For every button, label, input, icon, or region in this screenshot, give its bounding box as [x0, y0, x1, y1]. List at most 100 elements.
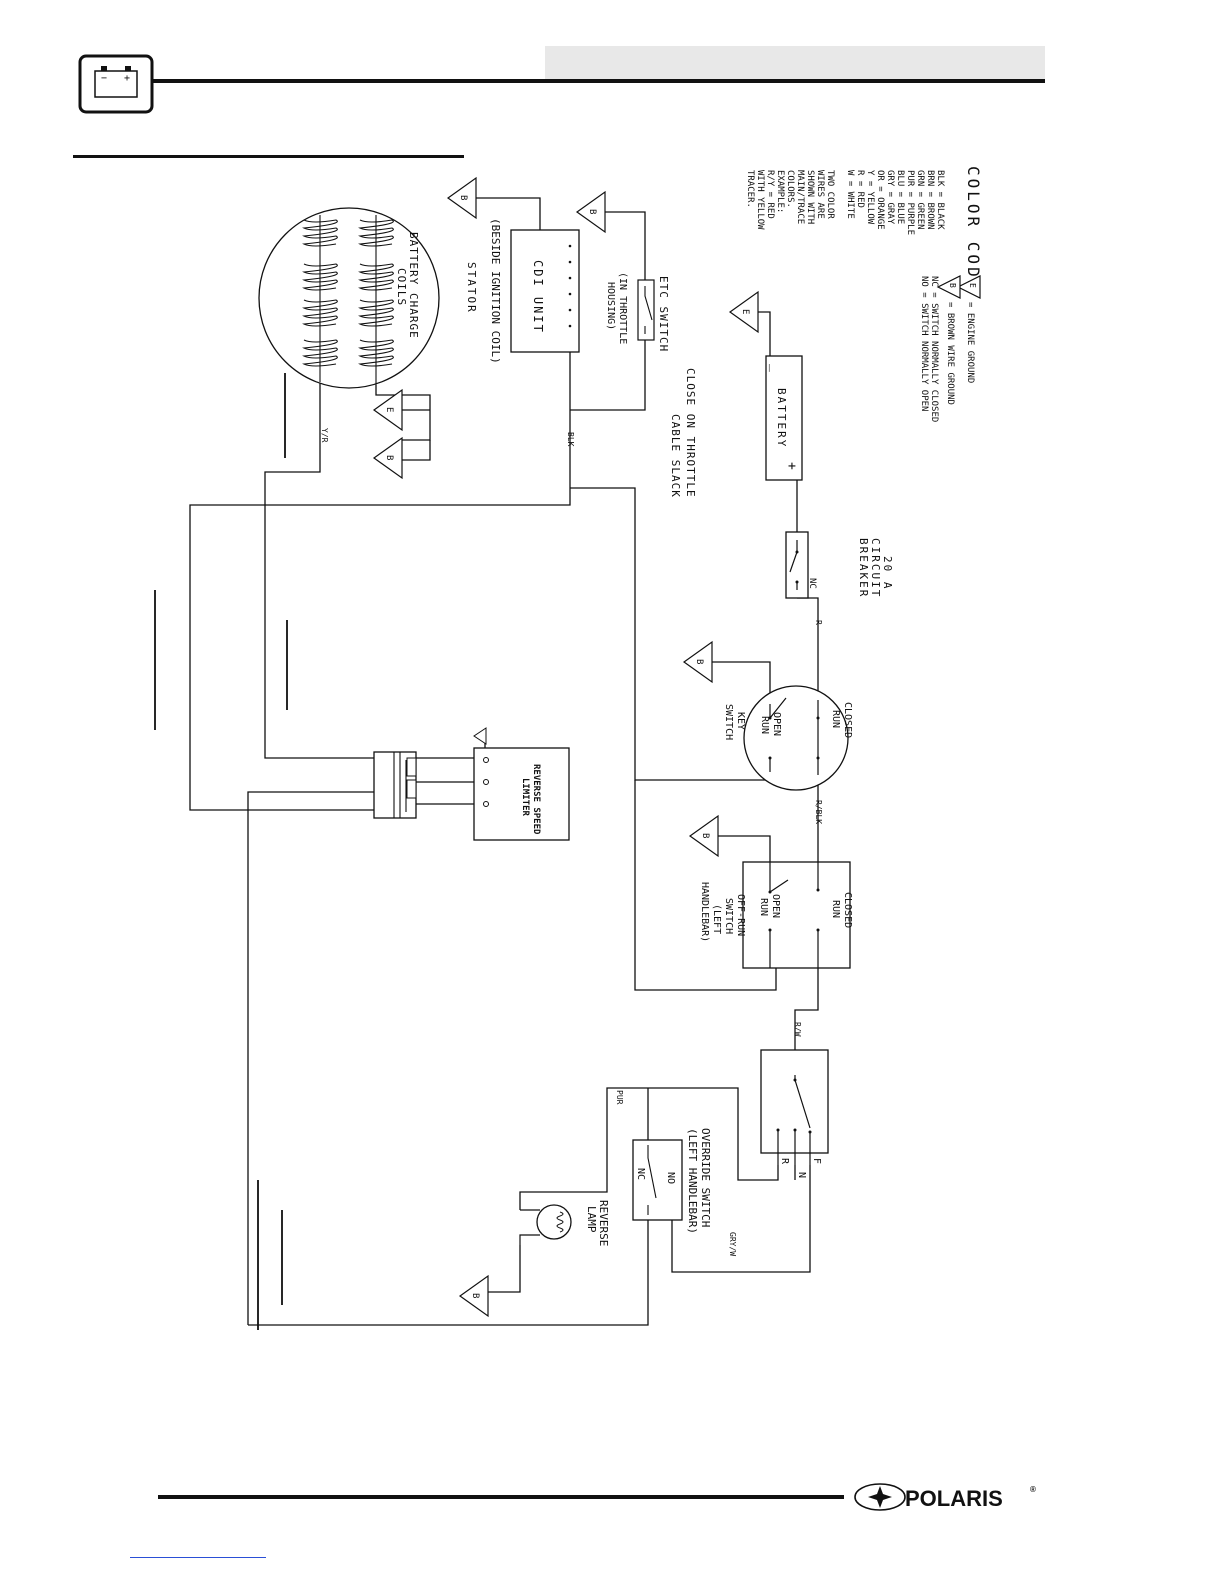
etc-switch-label: ETC SWITCH [657, 276, 670, 352]
battery-icon-plus: + [124, 73, 130, 84]
svg-text:WITH YELLOW: WITH YELLOW [755, 170, 765, 230]
svg-text:CABLE SLACK: CABLE SLACK [669, 414, 682, 498]
stator-b-ground: B [372, 436, 403, 480]
svg-text:R: R [779, 1158, 790, 1165]
wire-pur [519, 1087, 779, 1210]
battery: BATTERY _ + [765, 355, 803, 481]
wire-label-pur: PUR [615, 1090, 624, 1105]
svg-text:EXAMPLE:: EXAMPLE: [775, 170, 785, 213]
svg-text:TWO COLOR: TWO COLOR [825, 170, 835, 219]
key-switch: OPEN RUN CLOSED RUN KEY SWITCH [723, 685, 853, 791]
svg-text:(IN THROTTLE: (IN THROTTLE [617, 272, 628, 344]
cdi-b-ground: B [446, 176, 477, 220]
svg-text:BLK = BLACK: BLK = BLACK [935, 170, 945, 230]
svg-text:B: B [384, 455, 394, 460]
header-shade-bar [545, 46, 1045, 80]
ground-symbols: E B B B B E B B [372, 176, 759, 1318]
color-code-legend: COLOR CODE BLK = BLACK BRN = BROWN GRN =… [745, 166, 983, 422]
svg-text:B: B [694, 659, 704, 664]
svg-text:SWITCH: SWITCH [723, 704, 734, 740]
svg-text:MAIN/TRACE: MAIN/TRACE [795, 170, 805, 224]
svg-text:TRACER.: TRACER. [745, 170, 755, 208]
wire-label-r-w: R/W [793, 1022, 802, 1037]
b-ground-symbol [936, 275, 961, 299]
breaker-label-3: BREAKER [857, 538, 870, 598]
reverse-speed-limiter: REVERSE SPEED LIMITER [373, 747, 570, 841]
lamp-filament-icon [556, 1211, 564, 1233]
wire-override-bottom [248, 1215, 649, 1326]
polaris-brand: POLARIS [905, 1486, 1003, 1511]
svg-text:(LEFT: (LEFT [711, 904, 722, 934]
section-rule [73, 155, 464, 158]
stator-e-ground: E [372, 388, 403, 432]
e-ground-symbol [956, 275, 981, 299]
svg-text:(LEFT HANDLEBAR): (LEFT HANDLEBAR) [686, 1128, 699, 1234]
wire-lamp-trunk [247, 791, 375, 1325]
wire-label-r-blk: R/BLK [814, 800, 823, 824]
svg-text:E: E [384, 407, 394, 412]
wire-blk-trunk [189, 488, 571, 811]
battery-icon-minus: − [101, 73, 107, 84]
svg-text:OR = ORANGE: OR = ORANGE [875, 170, 885, 230]
limiter-ground [473, 727, 487, 745]
svg-text:F: F [811, 1158, 822, 1164]
svg-text:BLU = BLUE: BLU = BLUE [895, 170, 905, 224]
circuit-breaker: NC 20 A CIRCUIT BREAKER [785, 531, 894, 599]
breaker-nc-label: NC [807, 578, 817, 589]
wire-y-r [264, 380, 375, 759]
svg-text:E: E [740, 309, 750, 314]
svg-text:RUN: RUN [758, 898, 769, 916]
svg-text:CLOSE ON THROTTLE: CLOSE ON THROTTLE [684, 368, 697, 498]
wire-label-gry-w: GRY/W [728, 1232, 737, 1256]
wire-gry-w [671, 1165, 811, 1273]
wire-cdi-ground [476, 197, 541, 236]
svg-text:LIMITER: LIMITER [520, 778, 530, 817]
key-switch-b-ground: B [682, 640, 713, 684]
wire-key-ground [712, 661, 771, 700]
battery-minus-label: _ [768, 364, 783, 372]
limiter-label: REVERSE SPEED [531, 764, 541, 835]
cdi-unit: CDI UNIT (BESIDE IGNITION COIL) STATOR [465, 218, 580, 364]
wire-lamp-ground [488, 1245, 521, 1293]
svg-text:E: E [968, 283, 977, 288]
override-switch: NC NO OVERRIDE SWITCH (LEFT HANDLEBAR) [632, 1128, 712, 1234]
color-code-title: COLOR CODE [964, 166, 983, 292]
svg-text:NO: NO [665, 1172, 676, 1184]
gear-switch: R N F [760, 1049, 829, 1178]
wire-offrun-blk [634, 780, 777, 991]
svg-text:HOUSING): HOUSING) [605, 282, 616, 330]
lamp-b-ground: B [458, 1274, 489, 1318]
cdi-location: (BESIDE IGNITION COIL) [489, 218, 502, 364]
wire-key-blk [570, 487, 776, 781]
wire-r [797, 597, 819, 700]
svg-text:RUN: RUN [759, 716, 770, 734]
off-run-switch: OPEN RUN CLOSED RUN OFF-RUN SWITCH (LEFT… [699, 861, 853, 969]
polaris-star-icon [868, 1486, 892, 1508]
breaker-label-2: CIRCUIT [869, 538, 882, 598]
svg-text:SWITCH: SWITCH [723, 898, 734, 934]
svg-text:R/Y = RED: R/Y = RED [765, 170, 775, 219]
etc-switch: ETC SWITCH CLOSE ON THROTTLE CABLE SLACK… [605, 272, 697, 498]
etc-b-ground: B [575, 190, 606, 234]
svg-text:CLOSED: CLOSED [842, 892, 853, 928]
wire-etc-bottom [570, 340, 646, 411]
page-footer: POLARIS ® [130, 1483, 1036, 1558]
battery-plus-label: + [784, 462, 799, 470]
svg-text:SHOWN WITH: SHOWN WITH [805, 170, 815, 224]
svg-text:GRN = GREEN: GRN = GREEN [915, 170, 925, 230]
stator: BATTERY CHARGE COILS [258, 207, 440, 389]
drawing-registration-marks [154, 373, 288, 1330]
svg-text:RUN: RUN [830, 710, 841, 728]
key-switch-label: KEY [735, 712, 746, 730]
offrun-b-ground: B [688, 814, 719, 858]
svg-text:BRN = BROWN: BRN = BROWN [925, 170, 935, 230]
svg-text:LAMP: LAMP [585, 1206, 598, 1233]
cdi-label: CDI UNIT [531, 260, 545, 334]
svg-text:B: B [458, 195, 468, 200]
svg-text:HANDLEBAR): HANDLEBAR) [699, 882, 710, 942]
battery-label: BATTERY [775, 388, 788, 448]
svg-text:PUR = PURPLE: PUR = PURPLE [905, 170, 915, 235]
battery-icon-body [94, 70, 138, 98]
svg-text:R = RED: R = RED [855, 170, 865, 208]
